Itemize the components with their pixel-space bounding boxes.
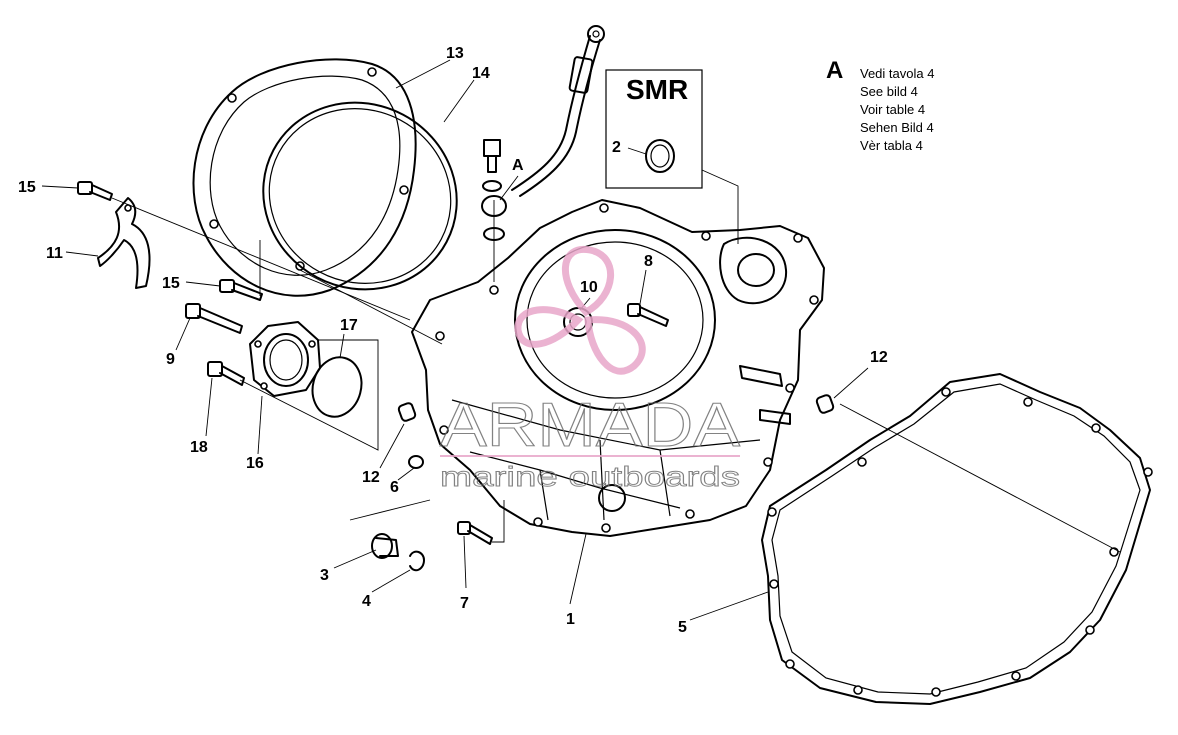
callout-12a: 12: [362, 469, 380, 486]
callout-16: 16: [246, 455, 264, 472]
callout-3: 3: [320, 567, 329, 584]
watermark: ARMADA marine outboards: [439, 245, 741, 492]
callout-9: 9: [166, 351, 175, 368]
legend-line-1: Vedi tavola 4: [860, 66, 934, 81]
smr-box: [605, 69, 703, 189]
legend-line-4: Sehen Bild 4: [860, 120, 934, 135]
washer-part-6: [408, 455, 424, 469]
smr-label: SMR: [626, 74, 688, 105]
flange-part-16: [249, 321, 321, 397]
legend-line-2: See bild 4: [860, 84, 918, 99]
bolt-part-18: [207, 361, 245, 386]
callout-7: 7: [460, 595, 469, 612]
bolt-part-8: [627, 303, 669, 327]
legend-line-5: Vèr tabla 4: [860, 138, 923, 153]
screw-part-15b: [219, 279, 263, 301]
callout-18: 18: [190, 439, 208, 456]
callout-2: 2: [612, 139, 621, 156]
oil-hose-assembly: [481, 25, 605, 241]
callout-10: 10: [580, 279, 598, 296]
callout-labels: 13 14 15 11 15 9 18 16 17 12 6 3 4 7 1 5…: [18, 45, 888, 636]
callout-15a: 15: [18, 179, 36, 196]
callout-hose-A: A: [512, 157, 524, 174]
bolt-part-7: [457, 521, 493, 545]
callout-12b: 12: [870, 349, 888, 366]
screw-part-15a: [77, 181, 113, 201]
callout-leaders: [41, 59, 869, 621]
bushing-part-3: [371, 533, 399, 559]
o-ring-part-14: [262, 101, 458, 291]
legend-key: A: [826, 57, 843, 84]
watermark-propeller-logo: [514, 245, 646, 375]
callout-1: 1: [566, 611, 575, 628]
callout-14: 14: [472, 65, 490, 82]
watermark-brand: ARMADA: [440, 391, 741, 460]
callout-13: 13: [446, 45, 464, 62]
callout-4: 4: [362, 593, 371, 610]
assembly-axis-lines: [111, 169, 1121, 553]
clip-part-4: [409, 550, 425, 572]
o-ring-part-17: [311, 356, 363, 418]
callout-5: 5: [678, 619, 687, 636]
legend-line-3: Voir table 4: [860, 102, 925, 117]
gasket-part-5: [761, 373, 1153, 705]
callout-11: 11: [46, 245, 63, 262]
callout-8: 8: [644, 253, 653, 270]
bracket-part-11: [97, 197, 151, 289]
watermark-tagline: marine outboards: [440, 461, 740, 492]
clutch-cover-part-13: [192, 58, 417, 297]
cross-reference-legend: A Vedi tavola 4 See bild 4 Voir table 4 …: [826, 57, 934, 153]
crankcase-cover-part-1: [411, 199, 825, 537]
callout-17: 17: [340, 317, 358, 334]
callout-15b: 15: [162, 275, 180, 292]
callout-6: 6: [390, 479, 399, 496]
bushing-part-12b: [815, 394, 835, 414]
bushing-part-12a: [397, 402, 417, 422]
bolt-part-9: [185, 303, 243, 334]
